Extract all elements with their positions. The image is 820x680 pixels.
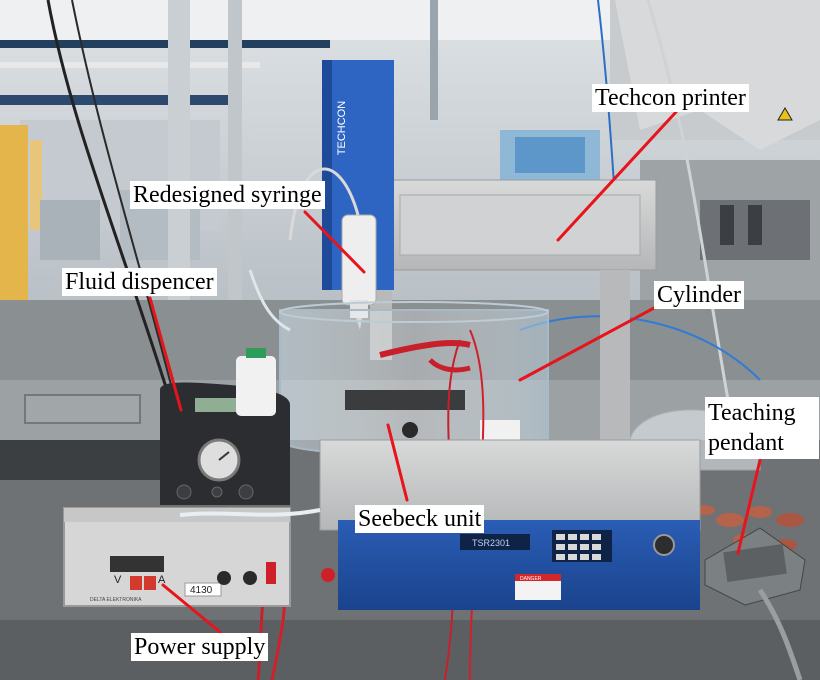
- leader-lines: [148, 110, 762, 634]
- label-power-supply: Power supply: [131, 633, 269, 661]
- leader-syringe: [303, 210, 366, 274]
- power-supply-brand: DELTA ELEKTRONIKA: [90, 597, 142, 603]
- leader-teaching: [736, 458, 762, 555]
- warning-sticker: DANGER: [520, 576, 542, 582]
- printer-gantry: TECHCON: [288, 60, 657, 440]
- label-techcon-printer: Techcon printer: [592, 84, 749, 112]
- printer-model: TSR2301: [472, 538, 510, 548]
- label-fluid-dispencer: Fluid dispencer: [62, 268, 217, 296]
- amp-mark: A: [158, 574, 166, 586]
- volt-mark: V: [114, 574, 122, 586]
- fluid-dispenser-device: [160, 348, 290, 505]
- leader-seebeck: [386, 423, 409, 502]
- power-supply-tag: 4130: [190, 585, 213, 596]
- power-supply-device: V A 4130 DELTA ELEKTRONIKA: [63, 507, 291, 607]
- printer-base: TSR2301 DANGER: [319, 439, 701, 610]
- label-seebeck-unit: Seebeck unit: [355, 505, 485, 533]
- printer-brand-vertical: TECHCON: [336, 101, 348, 155]
- leader-cylinder: [518, 306, 656, 382]
- leader-techcon: [556, 110, 678, 242]
- label-cylinder: Cylinder: [654, 281, 744, 309]
- leader-fluid: [148, 296, 183, 412]
- label-teaching-pendant: Teaching pendant: [705, 397, 819, 459]
- label-redesigned-syringe: Redesigned syringe: [130, 181, 325, 209]
- leader-power: [161, 583, 222, 634]
- printer-keypad: [552, 530, 612, 562]
